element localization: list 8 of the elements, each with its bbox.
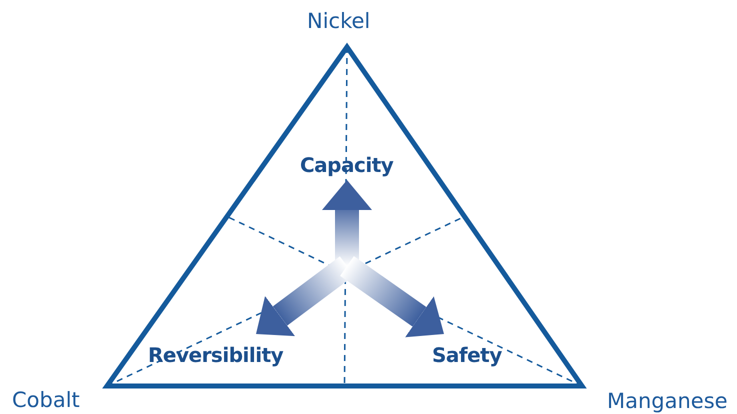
gradient-arrow <box>340 256 444 338</box>
property-label: Reversibility <box>148 342 284 368</box>
property-label: Capacity <box>300 152 394 178</box>
vertex-label: Nickel <box>307 8 370 34</box>
vertex-label: Manganese <box>607 388 728 414</box>
vertex-label: Cobalt <box>12 387 80 413</box>
property-label: Safety <box>432 342 502 368</box>
gradient-arrow <box>322 180 372 266</box>
